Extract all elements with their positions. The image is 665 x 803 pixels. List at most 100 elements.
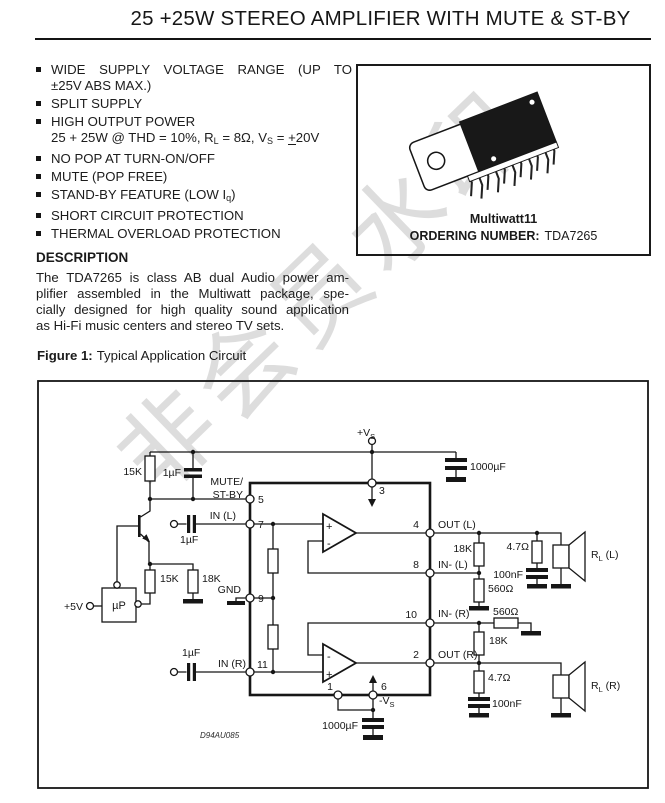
ground-icon: [446, 477, 466, 482]
c100n-R-label: 100nF: [492, 698, 522, 710]
c1uF-inR-label: 1µF: [182, 647, 200, 659]
negative-supply-section: 1000µF -VS: [322, 695, 395, 740]
feature-item: STAND-BY FEATURE (LOW Iq): [36, 187, 352, 206]
pin4-label: 4: [413, 519, 419, 531]
resistor-15k-top: 15K: [123, 452, 156, 499]
pin-1: [333, 690, 343, 700]
pin9-label: 9: [258, 593, 264, 605]
description-line: as Hi-Fi music centers and stereo TV set…: [36, 318, 285, 333]
opamp-plus-icon: +: [326, 669, 332, 681]
pin11-label: 11: [257, 659, 268, 671]
pin10-label: 10: [405, 609, 417, 621]
transistor-base-bar: [138, 515, 141, 537]
plus5v-terminal: [85, 601, 95, 611]
speaker-R: RL (R): [551, 660, 620, 718]
figure-border: [37, 380, 649, 789]
figure-caption-text: Typical Application Circuit: [96, 348, 247, 363]
port-labels: OUT (L) IN- (L) IN- (R) OUT (R): [438, 519, 477, 661]
feature-text: THERMAL OVERLOAD PROTECTION: [51, 226, 281, 241]
description-line: plifier assembled in the Multiwatt packa…: [36, 286, 349, 301]
r15k-lower-label: 15K: [160, 573, 179, 585]
r18k-lower-label: 18K: [202, 573, 221, 585]
package-mounting-hole: [426, 151, 446, 171]
pin8-label: 8: [413, 559, 419, 571]
feature-text: NO POP AT TURN-ON/OFF: [51, 151, 215, 166]
pin-number-labels: 5 7 9 11 3 4 8 10 2 1 6: [257, 485, 419, 693]
pin7-label: 7: [258, 519, 264, 531]
bias-resistor-upper: [254, 521, 323, 601]
input-right: 1µF IN (R): [169, 647, 246, 681]
in-r-label: IN (R): [218, 658, 246, 670]
pin5-label: 5: [258, 494, 264, 506]
out-r-label: OUT (R): [438, 649, 477, 661]
pin-11: [245, 667, 255, 677]
bullet-square-icon: [36, 156, 41, 161]
title-divider: [35, 38, 651, 40]
capacitor-1uF-mute: 1µF: [163, 449, 202, 499]
pin6-label: 6: [381, 681, 387, 693]
opamp-minus-icon: -: [327, 651, 331, 663]
pin-10: [425, 618, 435, 628]
pin2-label: 2: [413, 649, 419, 661]
bias-resistor-lower: [254, 598, 323, 675]
bullet-square-icon: [36, 231, 41, 236]
mute-label: MUTE/: [210, 476, 243, 488]
ground-icon: [469, 713, 489, 718]
in-neg-l-label: IN- (L): [438, 559, 468, 571]
feature-item: SHORT CIRCUIT PROTECTION: [36, 208, 352, 224]
feature-item: SPLIT SUPPLY: [36, 96, 352, 112]
microprocessor-box: µP +5V: [64, 581, 142, 623]
positive-supply-rail: +VS: [150, 427, 456, 483]
bullet-square-icon: [36, 213, 41, 218]
zobel-network-R: 4.7Ω 100nF: [468, 663, 522, 718]
vs-plus-terminal: [367, 436, 377, 446]
ground-icon: [521, 631, 541, 636]
ground-icon: [551, 584, 571, 589]
mute-stby-wire: MUTE/ ST-BY: [147, 476, 246, 502]
feature-text: 25 + 25W @ THD = 10%, RL = 8Ω, VS = +20V: [51, 130, 320, 146]
ground-icon: [227, 601, 245, 605]
package-dot-icon: [491, 156, 497, 162]
r18k-L-label: 18K: [453, 543, 472, 555]
pin3-current-arrow: [368, 487, 376, 507]
opamp-left-channel: + -: [307, 512, 426, 574]
c1uF-mute-label: 1µF: [163, 467, 181, 479]
input-left: 1µF IN (L): [169, 510, 246, 546]
ordering-number: ORDERING NUMBER:TDA7265: [409, 229, 598, 243]
c1uF-inL-label: 1µF: [180, 534, 198, 546]
feature-item: NO POP AT TURN-ON/OFF: [36, 151, 352, 167]
r47-L-label: 4.7Ω: [507, 541, 530, 553]
micro-label: µP: [112, 600, 126, 612]
pin-5: [245, 494, 255, 504]
bullet-square-icon: [36, 101, 41, 106]
in-l-label: IN (L): [210, 510, 236, 522]
feature-text: MUTE (POP FREE): [51, 169, 168, 184]
gnd-pin9: GND: [218, 584, 246, 605]
cap-1000uF-bottom-label: 1000µF: [322, 720, 358, 732]
ground-icon: [527, 584, 547, 589]
ground-icon: [469, 606, 489, 611]
description-line: cially designed for high quality sound a…: [36, 302, 349, 317]
bullet-square-icon: [36, 192, 41, 197]
ground-icon: [183, 599, 203, 604]
c100n-L-label: 100nF: [493, 569, 523, 581]
ic-pins: [245, 478, 435, 700]
feature-text: WIDE SUPPLY VOLTAGE RANGE (UP TO: [51, 62, 352, 77]
bullet-square-icon: [36, 119, 41, 124]
resistor-15k-lower: 15K: [141, 564, 179, 605]
plus5v-label: +5V: [64, 601, 83, 613]
vs-plus-label: +VS: [357, 427, 375, 441]
in-r-terminal: [169, 667, 179, 677]
feedback-resistor-18k-R: 18K: [473, 623, 508, 663]
r18k-R-label: 18K: [489, 635, 508, 647]
pin-7: [245, 519, 255, 529]
pin-4: [425, 528, 435, 538]
page-title: 25 +25W STEREO AMPLIFIER WITH MUTE & ST-…: [130, 7, 631, 30]
feature-item: THERMAL OVERLOAD PROTECTION: [36, 226, 352, 242]
ground-icon: [363, 735, 383, 740]
pin1-label: 1: [327, 681, 333, 693]
pin-2: [425, 658, 435, 668]
application-circuit-schematic: +VS 1000µF 15K 1µF MUTE/: [37, 380, 649, 789]
package-front-edge: [466, 141, 560, 183]
pin-3: [367, 478, 377, 488]
